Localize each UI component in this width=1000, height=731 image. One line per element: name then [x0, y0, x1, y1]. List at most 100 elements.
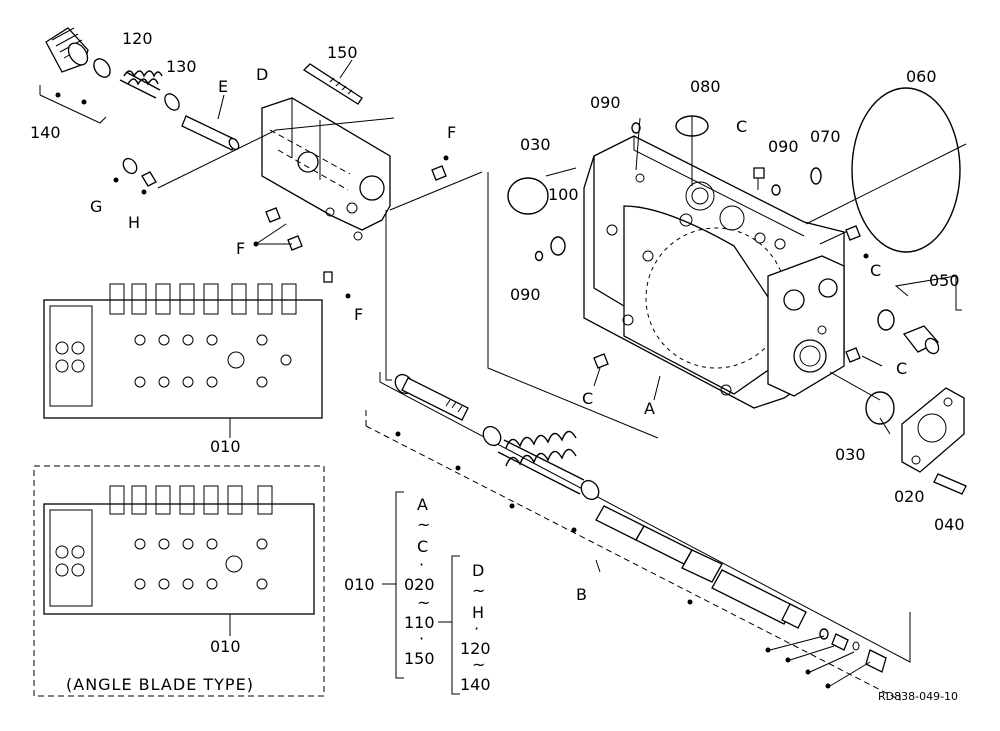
axis-line: [805, 143, 967, 225]
legend-2-item: ~: [472, 655, 485, 674]
plug-H: [141, 171, 157, 187]
leader-dot: [509, 503, 515, 509]
label-040: 040: [934, 515, 965, 534]
leader-lines-end: [769, 635, 871, 687]
leader-C-right: [819, 229, 851, 245]
leader-A: [653, 375, 661, 401]
legend-1-item: 020: [404, 575, 435, 594]
valve-bank-view-angle-blade: [43, 485, 315, 636]
leader-E: [217, 94, 225, 120]
plug-F-1: [431, 165, 447, 181]
label-140: 140: [30, 123, 61, 142]
label-060: 060: [906, 67, 937, 86]
leader-dot: [785, 657, 791, 663]
bolt-C-top: [753, 167, 765, 179]
legend-2-item: ·: [474, 619, 479, 638]
main-valve-block-A: [583, 135, 845, 409]
label-020: 020: [894, 487, 925, 506]
plug-050-cap: [924, 337, 940, 355]
leader-dot: [345, 293, 351, 299]
leader-dot: [141, 189, 147, 195]
o-ring-tiny: [852, 641, 860, 651]
washer-G: [122, 157, 138, 175]
legend-group-2: D ~ H · 120 ~ 140: [460, 561, 491, 694]
label-C-mid: C: [896, 359, 907, 378]
leader-dot: [81, 99, 87, 105]
leader-dot: [825, 683, 831, 689]
label-090-left: 090: [510, 285, 541, 304]
piston-E: [181, 115, 240, 151]
leader-H-line: [157, 117, 395, 189]
caption-angle-blade: (ANGLE BLADE TYPE): [66, 675, 254, 694]
label-090-right: 090: [768, 137, 799, 156]
legend-1-item: 150: [404, 649, 435, 668]
legend-2-item: 140: [460, 675, 491, 694]
leader-B: [595, 559, 601, 573]
legend-bracket-2: [451, 555, 460, 695]
o-ring-090-left: [534, 250, 544, 262]
label-120: 120: [122, 29, 153, 48]
legend-1-item: 110: [404, 613, 435, 632]
label-130: 130: [166, 57, 197, 76]
port-circles: [55, 334, 292, 388]
legend-2-item: H: [472, 603, 484, 622]
label-080: 080: [690, 77, 721, 96]
label-F-1: F: [447, 123, 456, 142]
o-ring-090-top: [631, 122, 641, 134]
spool-bolt: [394, 373, 469, 421]
leader-030: [545, 167, 577, 177]
leader-C-left: [593, 367, 601, 387]
leader-dot: [395, 431, 401, 437]
bolt-040: [933, 473, 967, 495]
spool-end-plug: [865, 649, 887, 673]
leader-dot: [571, 527, 577, 533]
flange-020: [901, 387, 965, 473]
bracket-050: [894, 275, 962, 311]
label-C-top: C: [736, 117, 747, 136]
label-C-left: C: [582, 389, 593, 408]
legend-1-item: C: [417, 537, 428, 556]
o-ring-140: [93, 58, 111, 78]
legend-1-item: ~: [417, 515, 430, 534]
o-ring-100: [550, 236, 566, 256]
leader-030-bottom: [879, 417, 891, 435]
o-ring-030-top: [507, 177, 549, 215]
assembly-line-B: [379, 372, 911, 663]
leader-dot: [687, 599, 693, 605]
assembly-line: [385, 210, 392, 381]
spool-sections: [109, 283, 297, 315]
o-ring-small: [819, 628, 829, 640]
bolt-150: [302, 63, 363, 105]
leader-dot: [113, 177, 119, 183]
leader-150: [339, 59, 353, 79]
label-F-2: F: [236, 239, 245, 258]
o-ring-030-bottom: [865, 391, 895, 425]
o-ring-050: [877, 309, 895, 331]
o-ring-090-right: [771, 184, 781, 196]
o-ring-060: [851, 87, 961, 253]
leader-090-top: [635, 117, 641, 171]
legend-1-item: ·: [419, 555, 424, 574]
body-outline-line: [487, 172, 659, 439]
label-C-right: C: [870, 261, 881, 280]
plug-F-4: [323, 271, 333, 283]
leader-dot: [805, 669, 811, 675]
bolt-C-left: [593, 353, 609, 369]
angle-blade-box: [33, 465, 325, 697]
leader-dot: [863, 253, 869, 259]
assembly-line-top: [389, 171, 483, 211]
poppet-130: [164, 93, 180, 111]
valve-body-D: [261, 97, 391, 241]
spool-cap: [831, 633, 849, 651]
legend-2-item: 120: [460, 639, 491, 658]
legend-1-item: ~: [417, 593, 430, 612]
bolt-C-right: [845, 225, 861, 241]
legend-group-1: A ~ C · 020 ~ 110 · 150: [404, 495, 435, 668]
plug-F-3: [287, 235, 303, 251]
label-100: 100: [548, 185, 579, 204]
spool: [595, 505, 807, 629]
relief-valve-plug: [45, 27, 89, 73]
drawing-code: RD838-049-10: [878, 690, 958, 703]
label-030-bottom: 030: [835, 445, 866, 464]
